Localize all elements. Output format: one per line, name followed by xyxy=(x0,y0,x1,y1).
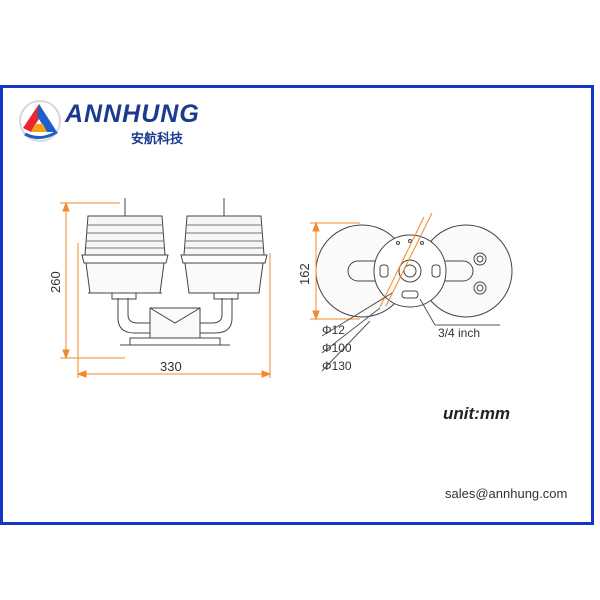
brand-name: ANNHUNG xyxy=(65,100,200,128)
technical-drawing: 260 330 xyxy=(48,198,513,378)
phi-100-label: Φ100 xyxy=(322,341,352,355)
height-dimension-label: 260 xyxy=(48,271,63,293)
brand-name-cn: 安航科技 xyxy=(131,131,184,146)
contact-email[interactable]: sales@annhung.com xyxy=(445,486,568,501)
top-dimensions xyxy=(310,212,433,321)
side-dimension-label: 162 xyxy=(297,263,312,285)
top-view xyxy=(315,224,513,318)
width-dimension-label: 330 xyxy=(160,359,182,374)
phi-130-label: Φ130 xyxy=(322,359,352,373)
leader-lines xyxy=(321,292,500,372)
thread-size-label: 3/4 inch xyxy=(438,326,480,340)
front-view xyxy=(81,198,268,346)
front-dimensions xyxy=(60,201,272,378)
content-frame: ANNHUNG 安航科技 xyxy=(0,85,594,525)
annhung-logo-icon xyxy=(19,100,61,142)
phi-12-label: Φ12 xyxy=(322,323,345,337)
unit-label: unit:mm xyxy=(443,404,511,423)
